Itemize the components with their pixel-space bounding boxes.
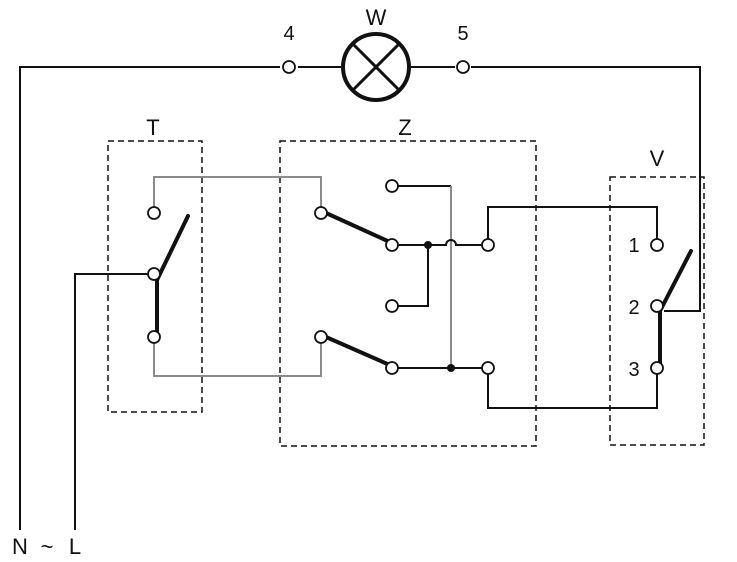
z-wire-bridge [398, 245, 429, 307]
lamp-icon [341, 32, 411, 102]
switch-z-terminal [481, 361, 495, 375]
switch-z-terminal [314, 330, 328, 344]
switch-z-blade-upper [324, 211, 394, 245]
traveller-z-v-lower [487, 374, 658, 409]
neutral-wire [19, 66, 280, 530]
supply-l-label: L [69, 534, 81, 559]
switch-v-terminal-label-3: 3 [628, 359, 639, 381]
lamp-label: W [366, 5, 387, 30]
switch-v-lever [658, 249, 693, 313]
switch-z-terminal [481, 238, 495, 252]
traveller-lower [153, 343, 322, 377]
switch-v-terminal-label-1: 1 [628, 235, 639, 257]
switch-z-terminal [385, 179, 399, 193]
switch-t-box [107, 140, 203, 413]
switch-t-label: T [146, 115, 159, 140]
terminal-5-label: 5 [457, 23, 468, 45]
switch-z-blade-lower [324, 335, 394, 368]
traveller-z-v-upper [487, 206, 658, 239]
switch-t-terminal [147, 267, 161, 281]
junction-dot [447, 364, 455, 372]
switch-v-terminal-2 [650, 299, 664, 313]
switch-v-terminal-label-2: 2 [628, 297, 639, 319]
switch-v-terminal-3 [650, 361, 664, 375]
supply-n-label: N [12, 534, 28, 559]
switch-z-terminal [314, 206, 328, 220]
switch-v-label: V [650, 146, 665, 171]
supply-tilde-label: ~ [41, 534, 54, 559]
switch-t-lever [155, 214, 190, 282]
switch-z-label: Z [398, 115, 411, 140]
terminal-4 [282, 60, 296, 74]
terminal-5 [456, 60, 470, 74]
switch-z-terminal [385, 299, 399, 313]
return-wire [471, 66, 701, 312]
switch-z-terminal [385, 361, 399, 375]
switch-t-terminal [147, 206, 161, 220]
terminal-4-label: 4 [283, 23, 294, 45]
z-wire-mid [398, 239, 482, 246]
junction-dot [424, 241, 432, 249]
traveller-upper [153, 176, 322, 207]
switch-t-terminal [147, 330, 161, 344]
switch-v-terminal-1 [650, 238, 664, 252]
live-wire [74, 273, 148, 530]
switch-z-terminal [385, 238, 399, 252]
switch-v-box [609, 176, 705, 446]
